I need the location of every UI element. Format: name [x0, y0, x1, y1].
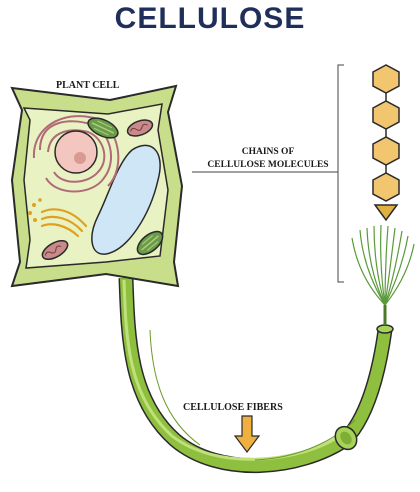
vesicles [28, 198, 42, 222]
golgi-stack-icon [40, 208, 88, 238]
chloroplast-icon [136, 230, 164, 256]
vacuole-icon [91, 144, 161, 255]
plant-cell-label: PLANT CELL [56, 80, 120, 91]
chains-label-line2: CELLULOSE MOLECULES [207, 160, 329, 170]
mitochondrion-icon [126, 119, 154, 137]
mitochondrion-icon [41, 239, 69, 261]
cellulose-hexagon-chain [372, 64, 400, 222]
page-title: CELLULOSE [114, 2, 306, 35]
chloroplast-icon [87, 117, 119, 139]
fiber-strands [351, 224, 415, 325]
cellulose-fiber-tube [118, 277, 394, 473]
plant-cell [10, 84, 184, 288]
cellulose-fibers-label: CELLULOSE FIBERS [183, 402, 283, 413]
chains-bracket [192, 64, 344, 283]
nucleus-icon [54, 130, 98, 174]
chains-label: CHAINS OF CELLULOSE MOLECULES [203, 146, 333, 172]
chains-label-line1: CHAINS OF [241, 147, 295, 157]
down-arrow-icon [233, 415, 261, 453]
